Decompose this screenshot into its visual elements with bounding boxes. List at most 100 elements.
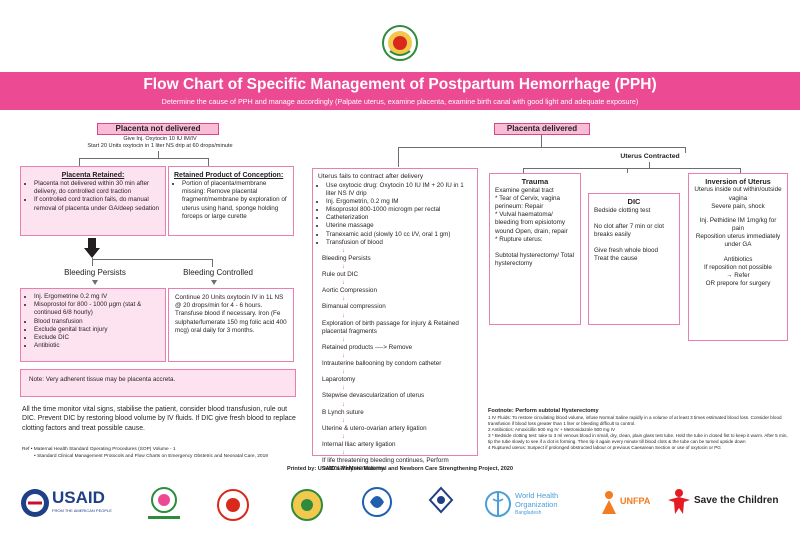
- footnote: 4 Ruptured uterus: Suspect if prolonged …: [488, 445, 721, 451]
- trauma-box: Trauma Examine genital tract * Tear of C…: [489, 173, 581, 325]
- connector: [649, 162, 650, 168]
- step-arrow-icon: ↓: [342, 296, 345, 303]
- dic-line: No clot after 7 min or clot breaks easil…: [594, 222, 664, 239]
- persists-item: Inj. Ergometrine 0.2 mg IV: [34, 293, 160, 301]
- connector: [685, 147, 686, 153]
- inversion-title: Inversion of Uterus: [705, 177, 771, 186]
- arrow-down-icon: [211, 280, 217, 285]
- ogsb-logo-icon: [360, 486, 394, 522]
- retained-item: If controlled cord traction fails, do ma…: [34, 196, 160, 212]
- step: B Lynch suture: [322, 408, 364, 416]
- save-the-children-logo: Save the Children: [668, 488, 790, 518]
- dic-line: [594, 239, 674, 247]
- fails-item: Transfusion of blood: [326, 239, 472, 247]
- trauma-line: Examine genital tract: [495, 186, 554, 194]
- note-box: Note: Very adherent tissue may be placen…: [20, 369, 296, 397]
- placenta-delivered-box: Placenta delivered: [494, 123, 590, 135]
- who-logo: World Health Organization Bangladesh: [484, 488, 584, 522]
- usaid-logo: USAID FROM THE AMERICAN PEOPLE: [20, 486, 115, 520]
- rpoc-item: Portion of placenta/membrane missing: Re…: [182, 180, 288, 221]
- connector: [627, 168, 628, 173]
- usaid-seal-icon: [21, 489, 49, 517]
- reference-1: Ref • Maternal Health Standard Operating…: [22, 447, 176, 452]
- connector: [212, 259, 213, 267]
- management-steps: ↓ Bleeding Persists ↓ Rule out DIC ↓ Aor…: [318, 247, 472, 474]
- child-figure-icon: [668, 489, 690, 514]
- oxytocin-instructions: Give Inj. Oxytocin 10 IU IM/IV Start 20 …: [40, 136, 280, 150]
- page-subtitle: Determine the cause of PPH and manage ac…: [161, 97, 639, 106]
- trauma-line: Subtotal hysterectomy/ Total hysterectom…: [495, 251, 574, 268]
- connector: [740, 168, 741, 173]
- save-the-children-text: Save the Children: [694, 495, 779, 506]
- trauma-line: * Vulval haematoma/ bleeding from episio…: [495, 211, 568, 235]
- step-arrow-icon: ↓: [342, 385, 345, 392]
- dic-box: DIC Bedside clotting test No clot after …: [588, 193, 680, 325]
- step-arrow-icon: ↓: [342, 353, 345, 360]
- inversion-line: If reposition not possible: [704, 263, 772, 271]
- connector: [79, 158, 80, 166]
- connector: [523, 168, 741, 169]
- inversion-box: Inversion of Uterus Uterus inside out wi…: [688, 173, 788, 341]
- inversion-line: Inj. Pethidine IM 1mg/kg for pain: [699, 216, 777, 233]
- footnote: 3 * Bedside clotting test: take to 3 ml …: [488, 433, 788, 445]
- obsgyn-logo-icon: [428, 486, 454, 522]
- mamoni-logo-icon: [142, 486, 186, 522]
- placenta-retained-title: Placenta Retained:: [61, 172, 125, 179]
- trauma-line: * Rupture uterus:: [495, 235, 543, 243]
- fails-item: Inj. Ergometrin, 0.2 mg IM: [326, 198, 472, 206]
- trauma-line: [495, 244, 575, 252]
- footnote: 2 Antibiotics: Amoxicillin 500 mg IV + M…: [488, 427, 616, 433]
- connector: [92, 259, 212, 260]
- connector: [158, 151, 159, 159]
- printed-by: Printed by: USAID's MaMoni Maternal and …: [286, 466, 514, 472]
- step: Retained products ----> Remove: [322, 343, 413, 351]
- dghs-logo-icon: [216, 488, 250, 522]
- footnote: 1 IV Fluids: To restore circulating bloo…: [488, 415, 782, 427]
- fails-item: Uterine massage: [326, 222, 472, 230]
- placenta-retained-box: Placenta Retained: Placenta not delivere…: [20, 166, 166, 236]
- step: Aortic Compression: [322, 287, 377, 295]
- placenta-not-delivered-label: Placenta not delivered: [115, 124, 201, 133]
- bleeding-persists-box: Inj. Ergometrine 0.2 mg IV Misoprostol f…: [20, 288, 166, 362]
- connector: [398, 147, 399, 167]
- persists-item: Antibiotic: [34, 342, 160, 350]
- bleeding-controlled-heading: Bleeding Controlled: [183, 268, 253, 277]
- bleeding-controlled-box: Continue 20 Units oxytocin IV in 1L NS @…: [168, 288, 294, 362]
- connector: [208, 158, 209, 166]
- placenta-not-delivered-box: Placenta not delivered: [97, 123, 219, 135]
- connector: [92, 258, 93, 266]
- oxytocin-line-1: Give Inj. Oxytocin 10 IU IM/IV: [123, 136, 197, 142]
- step: Laparotomy: [322, 376, 356, 384]
- fails-item: Misoprostol 800-1000 microgm per rectal: [326, 206, 472, 214]
- step: Rule out DIC: [322, 271, 359, 279]
- who-text-1: World Health: [515, 491, 559, 500]
- step: Internal Iliac artery ligation: [322, 441, 396, 448]
- note-text: Note: Very adherent tissue may be placen…: [29, 376, 176, 383]
- inversion-line: → Refer: [726, 271, 750, 279]
- uterus-fails-box: Uterus fails to contract after delivery …: [312, 168, 478, 472]
- usaid-text: USAID: [52, 488, 105, 507]
- step: Uterine & utero-ovarian artery ligation: [322, 424, 427, 432]
- down-arrow-icon: [84, 238, 100, 258]
- fails-item: Use oxytocic drug: Oxytocin 10 IU IM + 2…: [326, 182, 472, 198]
- title-banner: Flow Chart of Specific Management of Pos…: [0, 72, 800, 110]
- step-arrow-icon: ↓: [342, 336, 345, 343]
- unfpa-text: UNFPA: [620, 496, 651, 506]
- fails-item: Catheterization: [326, 214, 472, 222]
- step-arrow-icon: ↓: [342, 434, 345, 440]
- monitor-text: All the time monitor vital signs, stabil…: [22, 406, 296, 432]
- inversion-line: Reposition uterus immediately under GA: [695, 233, 781, 249]
- step: If life threatening bleeding continues, …: [322, 457, 449, 473]
- step: Bimanual compression: [322, 303, 386, 311]
- arrow-down-icon: [92, 280, 98, 285]
- unfpa-logo: UNFPA: [600, 490, 658, 518]
- usaid-tagline: FROM THE AMERICAN PEOPLE: [52, 508, 112, 513]
- step-arrow-icon: ↓: [342, 369, 345, 376]
- dic-title: DIC: [627, 197, 641, 206]
- step-arrow-icon: ↓: [342, 401, 345, 408]
- uterus-fails-title: Uterus fails to contract after delivery: [318, 173, 424, 180]
- dic-line: [594, 215, 674, 223]
- step-arrow-icon: ↓: [342, 247, 345, 254]
- step: Stepwise devascularization of uterus: [322, 392, 425, 400]
- step: Bleeding Persists: [322, 254, 371, 262]
